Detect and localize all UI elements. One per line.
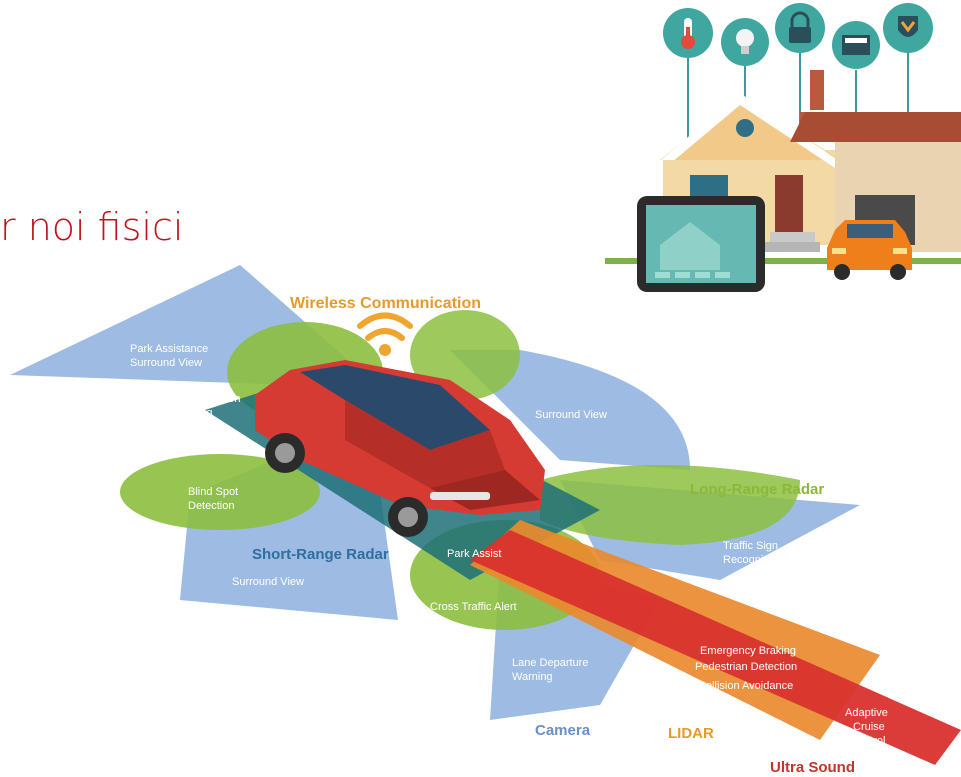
long-range-radar-zone bbox=[540, 465, 800, 545]
shield-icon bbox=[883, 3, 933, 53]
label-emergency-braking: Emergency Braking bbox=[700, 645, 796, 657]
label-cruise: Cruise bbox=[853, 721, 885, 733]
blind-spot-zone bbox=[120, 454, 320, 530]
label-control: Control bbox=[850, 735, 885, 747]
short-range-radar-title: Short-Range Radar bbox=[252, 546, 389, 563]
label-park-assist: Park Assist bbox=[447, 548, 501, 560]
thermometer-icon bbox=[663, 8, 713, 58]
chimney bbox=[810, 70, 824, 110]
label-lane-departure-2: Warning bbox=[512, 671, 553, 683]
label-rear-collision: Rear Collision bbox=[172, 393, 240, 405]
garage-icon bbox=[832, 21, 880, 69]
sensor-zones bbox=[10, 265, 961, 765]
lidar-title: LIDAR bbox=[668, 725, 714, 742]
lock-icon bbox=[775, 3, 825, 53]
label-cross-traffic: Cross Traffic Alert bbox=[430, 601, 517, 613]
red-car bbox=[255, 360, 545, 537]
label-collision-avoidance: Collision Avoidance bbox=[698, 680, 793, 692]
long-range-radar-title: Long-Range Radar bbox=[690, 481, 824, 498]
ultra-sound-beam bbox=[470, 530, 961, 765]
ultra-sound-title: Ultra Sound bbox=[770, 759, 855, 776]
top-green-zone bbox=[410, 310, 520, 400]
label-traffic-sign-2: Recognition bbox=[723, 554, 781, 566]
label-surround-view-left: Surround View bbox=[232, 576, 304, 588]
ground-strip bbox=[605, 258, 961, 264]
house-door bbox=[775, 175, 803, 237]
label-pedestrian-detection: Pedestrian Detection bbox=[695, 661, 797, 673]
label-lane-departure: Lane Departure bbox=[512, 657, 588, 669]
lightbulb-icon bbox=[721, 18, 769, 66]
garage-car bbox=[827, 220, 912, 280]
page-heading: r noi fisici bbox=[0, 205, 184, 249]
wireless-title: Wireless Communication bbox=[290, 295, 481, 312]
label-traffic-sign: Traffic Sign bbox=[723, 540, 778, 552]
wireless-icon bbox=[357, 312, 413, 356]
smart-home-illustration bbox=[605, 3, 961, 292]
label-blind-spot: Blind Spot bbox=[188, 486, 238, 498]
label-surround-view-right: Surround View bbox=[535, 409, 607, 421]
label-rear-collision-2: Warning bbox=[172, 407, 213, 419]
label-park-assistance: Park Assistance bbox=[130, 343, 208, 355]
label-adaptive: Adaptive bbox=[845, 707, 888, 719]
camera-title: Camera bbox=[535, 722, 591, 739]
label-park-assistance-2: Surround View bbox=[130, 357, 202, 369]
label-blind-spot-2: Detection bbox=[188, 500, 234, 512]
